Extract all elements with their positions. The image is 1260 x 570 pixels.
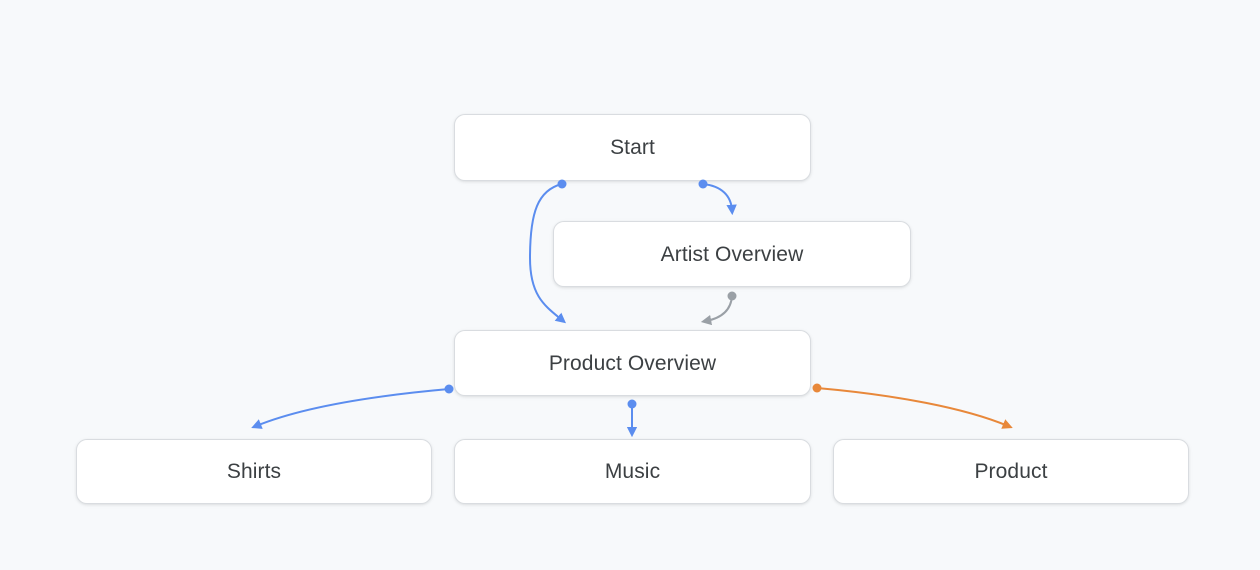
node-start[interactable]: Start [454,114,811,181]
node-product[interactable]: Product [833,439,1189,504]
edge-product-overview-to-product[interactable] [816,387,1013,429]
node-label-start: Start [610,136,655,159]
edge-start-to-artist-overview[interactable] [702,183,737,216]
node-music[interactable]: Music [454,439,811,504]
node-product-overview[interactable]: Product Overview [454,330,811,396]
handle-start-bottom-right[interactable] [698,179,708,189]
edge-artist-overview-to-product-overview[interactable] [700,295,733,326]
node-label-product: Product [974,460,1048,483]
node-label-artist-overview: Artist Overview [660,242,804,266]
handle-product-overview-bottom[interactable] [627,399,637,409]
node-label-product-overview: Product Overview [548,351,717,375]
node-shirts[interactable]: Shirts [76,439,432,504]
handle-product-overview-left[interactable] [444,384,454,394]
node-artist-overview[interactable]: Artist Overview [553,221,911,287]
handle-start-bottom-left[interactable] [557,179,567,189]
handle-artist-overview-bottom[interactable] [727,291,737,301]
node-label-music: Music [604,460,661,483]
handle-product-overview-right[interactable] [812,383,822,393]
edge-product-overview-to-shirts[interactable] [251,388,450,429]
node-label-shirts: Shirts [226,460,282,483]
